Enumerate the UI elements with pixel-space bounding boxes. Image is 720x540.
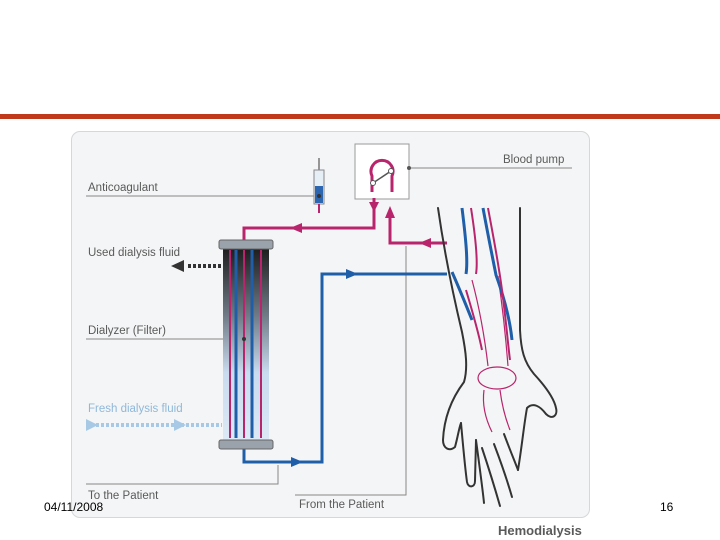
used-fluid-line <box>171 260 222 272</box>
venous-line <box>242 272 447 464</box>
syringe-icon <box>313 158 325 213</box>
pump-arm <box>372 170 392 184</box>
arm-arteries <box>465 207 511 361</box>
label-blood-pump: Blood pump <box>503 154 564 166</box>
label-anticoagulant: Anticoagulant <box>88 182 158 194</box>
dialyzer-filter <box>218 239 274 450</box>
label-from-patient: From the Patient <box>299 499 385 511</box>
fresh-fluid-line <box>86 419 222 431</box>
from-patient-leader <box>295 246 407 496</box>
slide-number: 16 <box>660 500 674 514</box>
header-rule <box>0 114 720 119</box>
venous-arrow <box>291 457 303 467</box>
dialyzer-cap-bottom <box>218 439 274 450</box>
blood-pump-box <box>354 143 410 200</box>
arterial-arrow <box>419 238 431 248</box>
dialyzer-cap-top <box>218 239 274 250</box>
slide-date: 04/11/2008 <box>44 500 104 514</box>
label-to-patient: To the Patient <box>88 490 159 502</box>
arterial-line <box>242 198 447 246</box>
label-fresh-fluid: Fresh dialysis fluid <box>88 403 183 415</box>
diagram-title: Hemodialysis <box>498 523 582 538</box>
to-patient-leader <box>86 465 279 485</box>
arm-outline <box>437 207 558 507</box>
arm-veins <box>450 207 514 341</box>
label-dialyzer: Dialyzer (Filter) <box>88 325 166 337</box>
label-used-fluid: Used dialysis fluid <box>88 247 180 259</box>
